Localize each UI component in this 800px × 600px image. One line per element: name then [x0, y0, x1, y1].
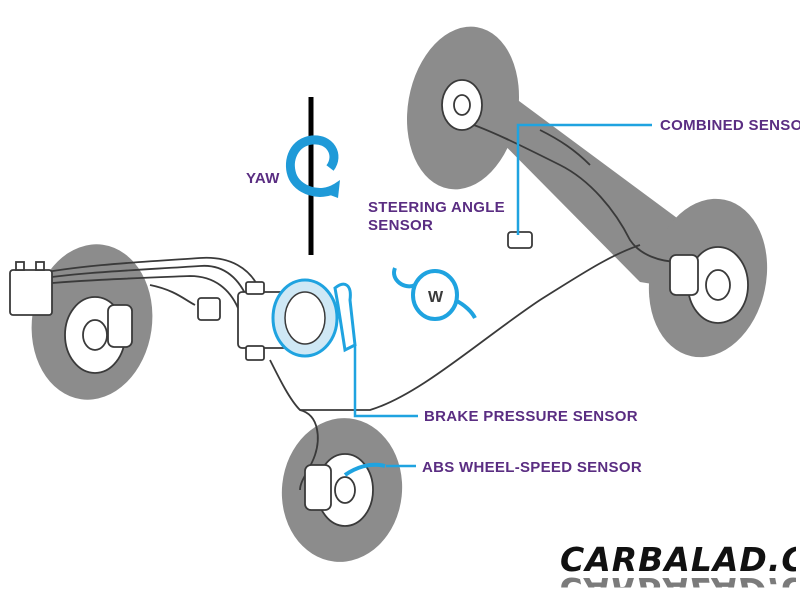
chassis-shadow [470, 98, 700, 290]
callout-combined-sensor [516, 123, 652, 235]
rotor-front-right [304, 453, 374, 527]
brake-lines [29, 119, 681, 491]
steering-angle-sensor-label: STEERING ANGLE SENSOR [368, 199, 505, 235]
callout-lines [353, 123, 652, 468]
carbalad-logo: CARBALAD.COM CARBALAD.COM [560, 540, 796, 598]
logo-text: CARBALAD.COM [560, 540, 796, 579]
steering-angle-label-line2: SENSOR [368, 217, 434, 234]
svg-text:W: W [428, 289, 444, 306]
steering-angle-label-line1: STEERING ANGLE [368, 199, 505, 216]
callout-brake-pressure [353, 345, 418, 418]
abs-wheel-speed-sensor [343, 462, 386, 477]
combined-sensor-label: COMBINED SENSOR [660, 117, 800, 134]
rotor-rear-left [669, 246, 749, 324]
steering-angle-sensor: W [392, 267, 477, 321]
combined-sensor-unit [507, 231, 533, 249]
connector-block [197, 297, 221, 321]
brake-booster [271, 278, 357, 358]
rotation-arrow-icon [285, 135, 340, 198]
battery [9, 261, 53, 316]
rotor-rear-right [441, 79, 483, 131]
abs-wheel-speed-sensor-label: ABS WHEEL-SPEED SENSOR [422, 459, 642, 476]
logo-reflection: CARBALAD.COM [560, 570, 782, 598]
yaw-label: YAW [246, 170, 280, 187]
rotor-front-left [64, 296, 133, 374]
brake-pressure-sensor-label: BRAKE PRESSURE SENSOR [424, 408, 638, 425]
